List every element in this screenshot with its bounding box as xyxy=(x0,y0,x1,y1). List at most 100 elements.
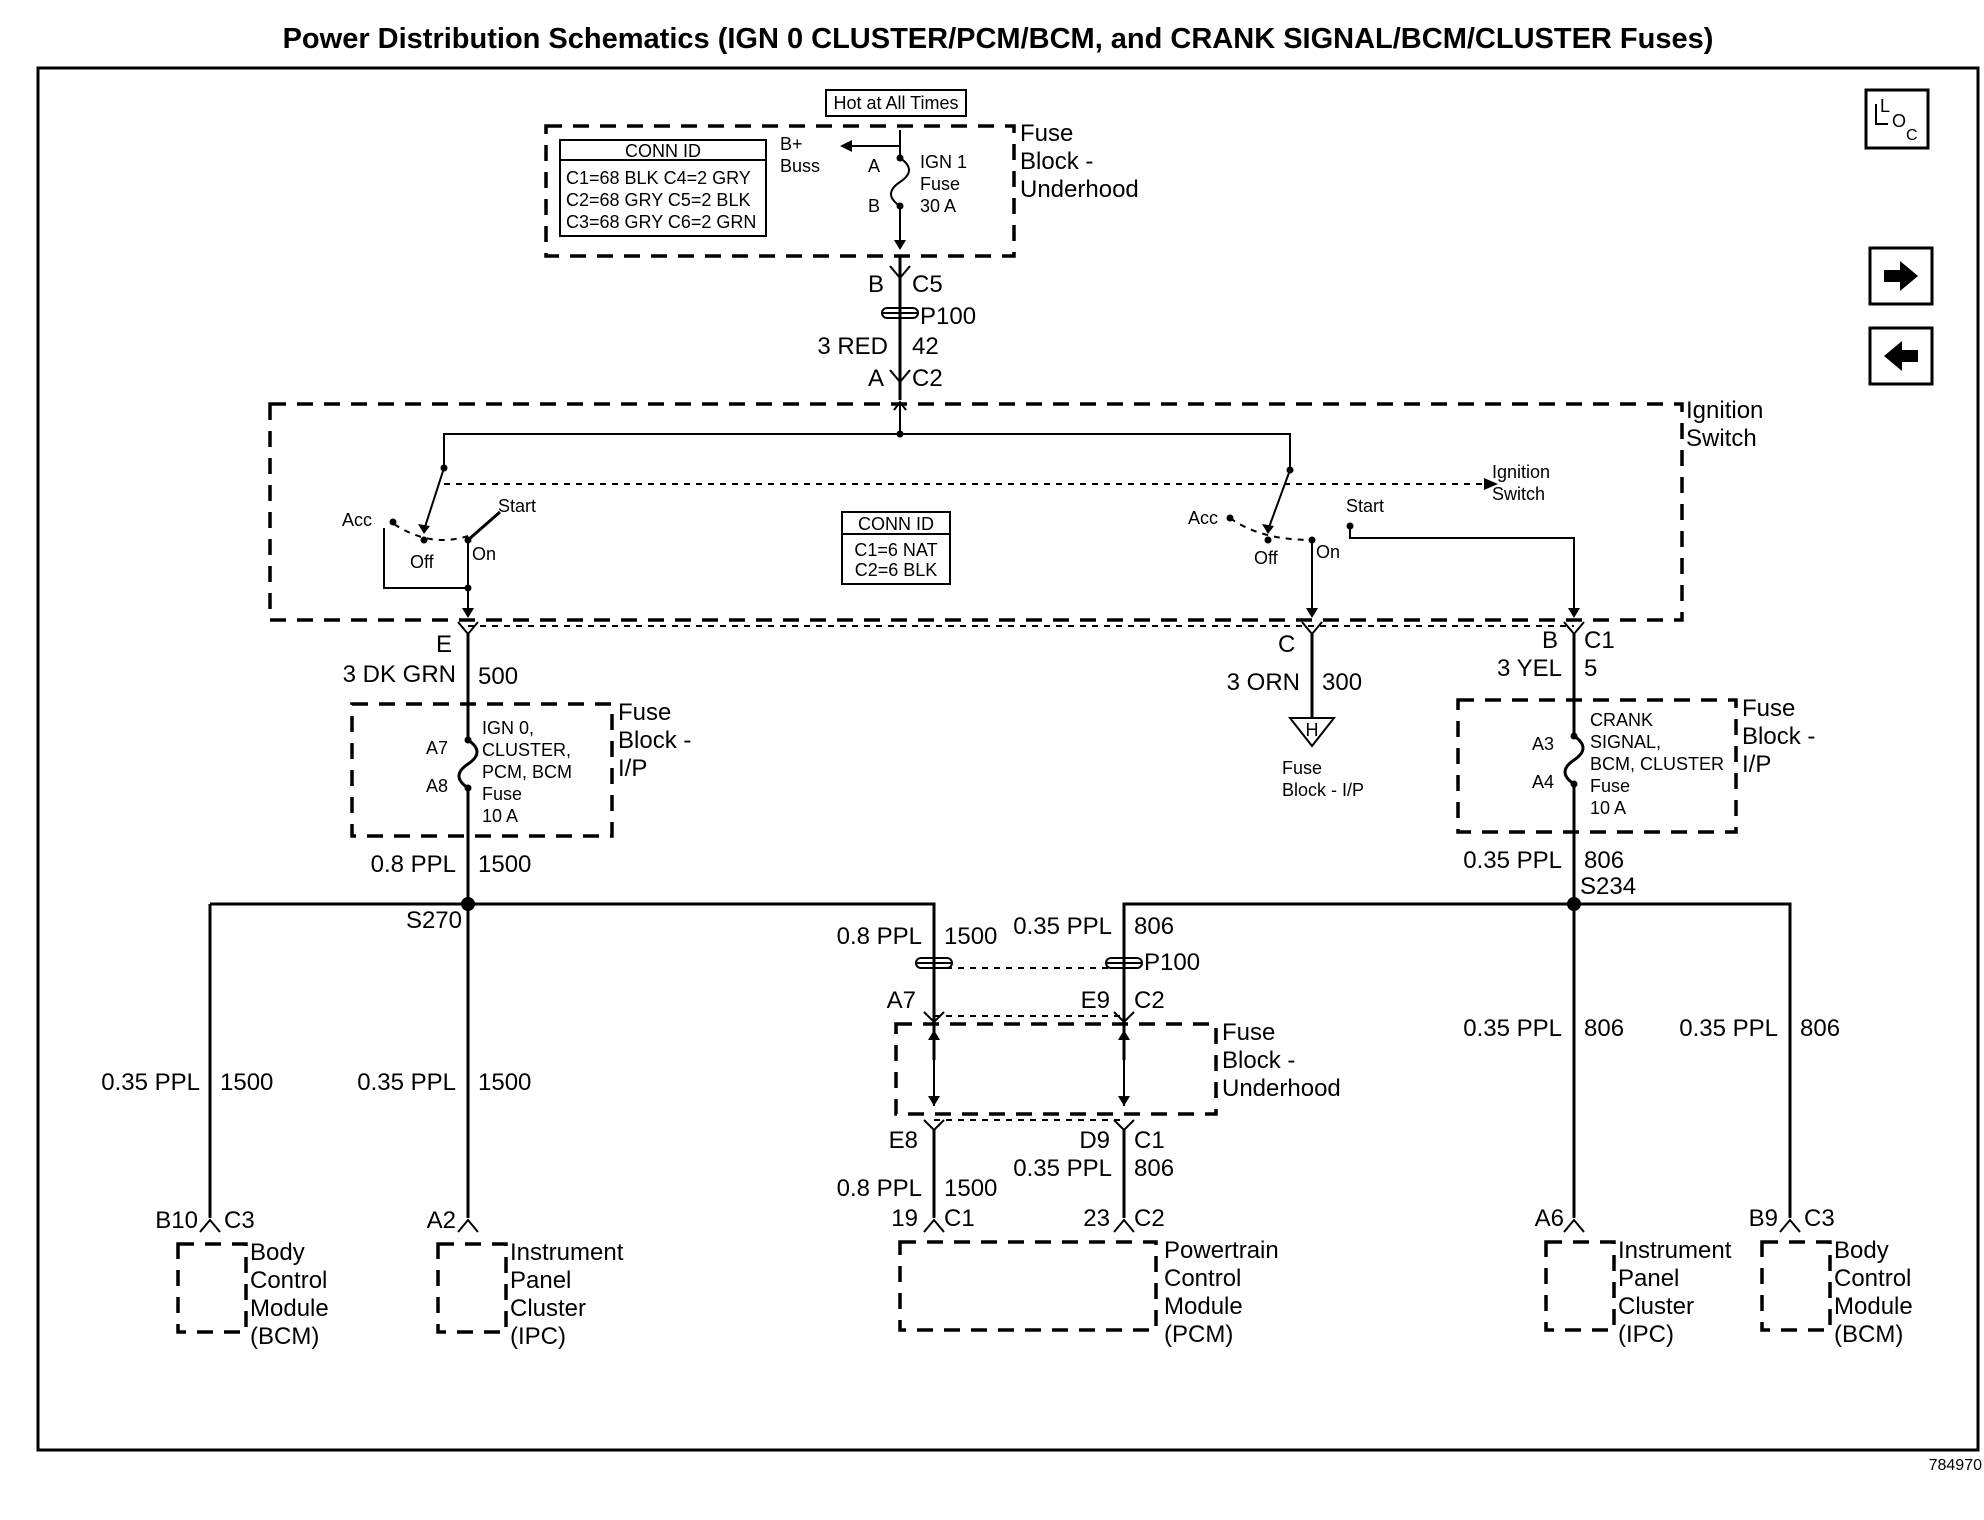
svg-text:C2: C2 xyxy=(1134,987,1165,1014)
svg-text:23: 23 xyxy=(1083,1205,1110,1232)
hot-label-box xyxy=(825,89,967,117)
location-button[interactable]: L O C xyxy=(1864,88,1930,150)
svg-text:1500: 1500 xyxy=(478,1069,531,1096)
c5-pin-label: B xyxy=(868,271,884,298)
p100-label-top: P100 xyxy=(920,303,976,330)
svg-text:19: 19 xyxy=(891,1205,918,1232)
hot-label: Hot at All Times xyxy=(833,93,958,113)
left-pin-e: E xyxy=(436,631,452,658)
svg-text:806: 806 xyxy=(1584,1015,1624,1042)
pin-b-label: B xyxy=(868,196,880,216)
svg-text:300: 300 xyxy=(1322,669,1362,696)
svg-text:C1=68 BLK C4=2 GRY: C1=68 BLK C4=2 GRY xyxy=(566,168,751,188)
ignition-switch-right: Acc Off On Start xyxy=(1188,469,1580,618)
arrow-right-icon xyxy=(1884,261,1918,291)
ignition-switch-left: Acc Off Start On xyxy=(342,467,536,618)
svg-text:0.35 PPL: 0.35 PPL xyxy=(1463,1015,1562,1042)
splice-s234-label: S234 xyxy=(1580,873,1636,900)
svg-text:Start: Start xyxy=(1346,496,1384,516)
svg-text:Acc: Acc xyxy=(342,510,372,530)
out-circuit-left: 1500 xyxy=(478,851,531,878)
arrow-left-icon xyxy=(1884,341,1918,371)
svg-text:0.35 PPL: 0.35 PPL xyxy=(1013,913,1112,940)
crank-fuse xyxy=(1563,734,1585,900)
figure-id: 784970 xyxy=(1929,1457,1982,1474)
svg-text:A3: A3 xyxy=(1532,734,1554,754)
bcm-left-module xyxy=(176,1242,248,1334)
p100-connector-top xyxy=(881,307,919,319)
svg-text:806: 806 xyxy=(1800,1015,1840,1042)
ignition-switch-box xyxy=(268,402,1684,622)
prev-page-button[interactable] xyxy=(1868,326,1934,386)
c5-label: C5 xyxy=(912,271,943,298)
svg-text:0.35 PPL: 0.35 PPL xyxy=(1679,1015,1778,1042)
ign1-feed-wire xyxy=(890,130,910,244)
svg-text:Off: Off xyxy=(1254,548,1279,568)
svg-text:Start: Start xyxy=(498,496,536,516)
ignition-bus xyxy=(443,404,1291,470)
fuse-block-ip-left xyxy=(350,702,614,838)
ipc-left-module xyxy=(436,1242,508,1334)
svg-text:0.35 PPL: 0.35 PPL xyxy=(1463,847,1562,874)
right-conn-c1: C1 xyxy=(1584,627,1615,654)
svg-text:C3: C3 xyxy=(224,1207,255,1234)
diagram-frame xyxy=(36,66,1980,1452)
svg-text:A8: A8 xyxy=(426,776,448,796)
wire-color-red: 3 RED xyxy=(817,333,888,360)
next-page-button[interactable] xyxy=(1868,246,1934,306)
svg-text:806: 806 xyxy=(1584,847,1624,874)
svg-text:0.8 PPL: 0.8 PPL xyxy=(837,923,922,950)
connector-h xyxy=(1287,717,1337,748)
svg-text:P100: P100 xyxy=(1144,949,1200,976)
svg-text:1500: 1500 xyxy=(944,923,997,950)
svg-text:C3=68 GRY C6=2 GRN: C3=68 GRY C6=2 GRN xyxy=(566,212,756,232)
svg-text:B10: B10 xyxy=(155,1207,198,1234)
svg-text:C1: C1 xyxy=(1134,1127,1165,1154)
svg-text:E9: E9 xyxy=(1081,987,1110,1014)
svg-text:A6: A6 xyxy=(1535,1205,1564,1232)
svg-text:C2: C2 xyxy=(1134,1205,1165,1232)
svg-text:C2=68 GRY C5=2 BLK: C2=68 GRY C5=2 BLK xyxy=(566,190,750,210)
c2-label: C2 xyxy=(912,365,943,392)
conn-id-table-top: CONN ID C1=68 BLK C4=2 GRY C2=68 GRY C5=… xyxy=(559,139,767,237)
svg-text:3 YEL: 3 YEL xyxy=(1497,655,1562,682)
out-color-left: 0.8 PPL xyxy=(371,851,456,878)
pcm-module xyxy=(898,1240,1158,1332)
svg-text:C1=6 NAT: C1=6 NAT xyxy=(854,540,937,560)
svg-text:0.35 PPL: 0.35 PPL xyxy=(1013,1155,1112,1182)
svg-text:5: 5 xyxy=(1584,655,1597,682)
svg-text:A7: A7 xyxy=(426,738,448,758)
conn-id-table-ignition: CONN ID C1=6 NAT C2=6 BLK xyxy=(841,511,951,585)
svg-text:On: On xyxy=(1316,542,1340,562)
svg-text:A7: A7 xyxy=(887,987,916,1014)
svg-text:C2=6 BLK: C2=6 BLK xyxy=(855,560,938,580)
right-pin-b: B xyxy=(1542,627,1558,654)
location-icon-c: C xyxy=(1906,127,1918,144)
svg-text:D9: D9 xyxy=(1079,1127,1110,1154)
location-icon-l: L xyxy=(1880,96,1890,116)
wire-color-dk-grn: 3 DK GRN xyxy=(343,661,456,688)
svg-text:0.35 PPL: 0.35 PPL xyxy=(357,1069,456,1096)
middle-pin-c: C xyxy=(1278,631,1295,658)
svg-text:806: 806 xyxy=(1134,1155,1174,1182)
ipc-right-module xyxy=(1544,1240,1616,1332)
svg-text:1500: 1500 xyxy=(944,1175,997,1202)
svg-text:Off: Off xyxy=(410,552,435,572)
fuse-block-ip-right xyxy=(1456,698,1738,834)
svg-text:0.35 PPL: 0.35 PPL xyxy=(101,1069,200,1096)
svg-text:CONN ID: CONN ID xyxy=(858,514,934,534)
splice-s270-label: S270 xyxy=(406,907,462,934)
svg-text:H: H xyxy=(1306,720,1319,740)
